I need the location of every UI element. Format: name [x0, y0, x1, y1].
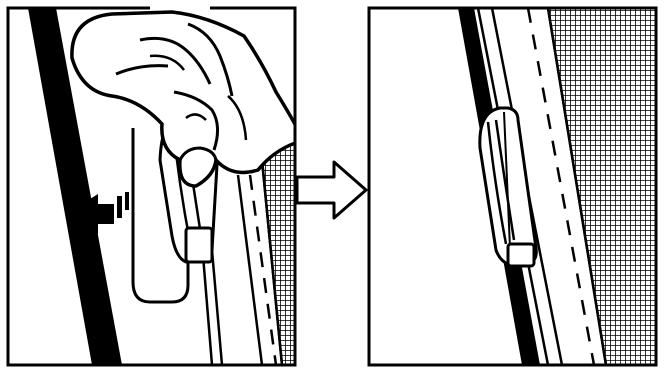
panel-before	[6, 6, 297, 367]
hand-icon	[70, 10, 295, 188]
left-arrow-icon	[66, 192, 129, 234]
right-arrow-icon	[295, 160, 368, 220]
panel-before-border	[6, 6, 297, 367]
panel-after	[367, 6, 658, 367]
panel-after-border	[367, 6, 658, 367]
spline-clip-icon	[478, 106, 538, 268]
frame-rail	[28, 8, 122, 365]
